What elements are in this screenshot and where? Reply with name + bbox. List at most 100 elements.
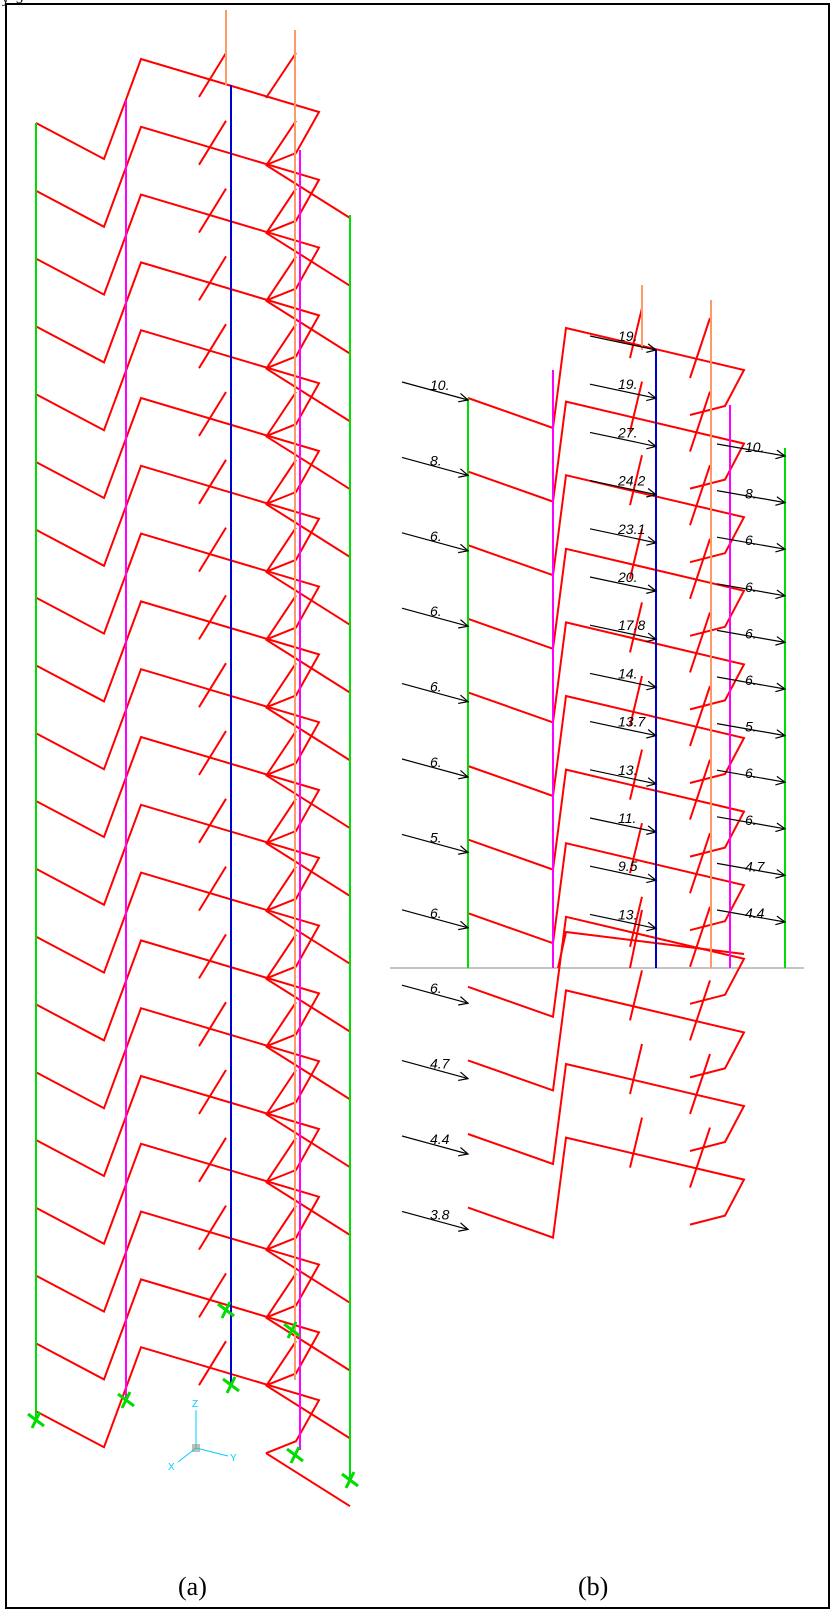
floor-slab: [467, 1136, 746, 1239]
floor-slab: [689, 980, 711, 1041]
floor-slab: [265, 1045, 351, 1101]
load-arrow-shaft: [401, 758, 469, 778]
floor-slab: [198, 1272, 227, 1318]
floor-slab: [198, 391, 227, 437]
floor-slab: [265, 798, 297, 845]
load-arrow-shaft: [716, 490, 786, 504]
load-arrow-head: [646, 873, 658, 884]
model-b-load-diagram: 10.8.6.6.6.6.5.6.6.4.74.43.819.19.27.24.…: [390, 285, 804, 1239]
triad-x-axis: [177, 1447, 197, 1463]
load-arrow-head: [646, 921, 658, 932]
load-value: 24.2: [617, 473, 645, 489]
load-arrow-shaft: [589, 721, 657, 737]
load-left: 6.: [401, 754, 470, 780]
load-arrow-head: [646, 825, 658, 835]
load-arrow-head: [458, 694, 470, 705]
figure-border: [5, 3, 830, 1609]
floor-slab: [689, 464, 711, 526]
load-arrow-head: [458, 1222, 470, 1232]
support-symbol: [283, 1321, 301, 1339]
load-value: 20.: [617, 569, 637, 585]
load-arrow-shaft: [589, 576, 657, 592]
floor-slab: [198, 1205, 227, 1251]
load-arrow-shaft: [716, 583, 786, 597]
floor-slab: [265, 866, 297, 913]
load-arrow-head: [775, 869, 787, 879]
axis-triad: ZYX: [168, 1399, 237, 1473]
load-middle: 11.: [589, 810, 658, 835]
load-arrow-shaft: [401, 833, 469, 853]
floor-slab: [265, 1248, 351, 1304]
load-arrow-shaft: [589, 383, 657, 399]
load-arrow-head: [458, 543, 470, 554]
load-arrow-shaft: [716, 629, 786, 643]
floor-slab: [265, 391, 297, 438]
triad-x-label: X: [168, 1462, 175, 1473]
load-arrow-head: [646, 488, 658, 498]
load-left: 6.: [401, 905, 470, 931]
load-value: 6.: [430, 603, 442, 619]
load-arrow-shaft: [401, 909, 469, 929]
floor-slab: [198, 1069, 227, 1115]
load-value: 6.: [745, 625, 757, 641]
load-middle: 13.7: [589, 714, 658, 739]
floor-slab: [629, 909, 643, 969]
load-left: 5.: [401, 829, 470, 855]
triad-y-axis: [195, 1447, 229, 1457]
load-middle: 19.: [589, 376, 658, 402]
load-arrow-head: [646, 391, 658, 402]
load-arrow-shaft: [716, 676, 786, 690]
floor-slab: [198, 52, 227, 98]
support-stroke: [289, 1446, 301, 1464]
load-middle: 27.: [589, 424, 658, 450]
floor-slab: [689, 906, 711, 968]
floor-slab: [198, 730, 227, 776]
load-arrow-shaft: [716, 862, 786, 876]
floor-slab: [265, 594, 297, 641]
load-arrow-shaft: [716, 536, 786, 550]
load-value: 17.8: [618, 617, 645, 633]
load-middle: 19.: [589, 328, 658, 353]
load-value: 9.5: [618, 858, 638, 874]
load-arrow-head: [646, 584, 658, 594]
load-value: 6.: [745, 765, 757, 781]
floor-slab: [265, 52, 297, 99]
floor-slab: [198, 188, 227, 234]
load-arrow-head: [458, 1146, 470, 1157]
load-value: 19.: [618, 376, 637, 392]
load-arrow-shaft: [589, 431, 657, 447]
load-value: 13.7: [618, 714, 646, 730]
load-arrow-head: [775, 636, 787, 646]
load-arrow-shaft: [589, 624, 657, 640]
support-symbol: [286, 1446, 304, 1464]
floor-slab: [198, 120, 227, 166]
load-right: 4.4: [716, 905, 787, 926]
load-value: 6.: [745, 579, 757, 595]
floor-slab: [689, 1053, 711, 1115]
support-stroke: [225, 1376, 237, 1394]
floor-slab: [265, 977, 351, 1033]
floor-slab: [265, 933, 297, 980]
load-right: 8.: [716, 486, 787, 506]
load-middle: 13.: [589, 762, 658, 787]
load-right: 10.: [716, 439, 787, 460]
floor-slab: [265, 774, 351, 830]
load-arrow-shaft: [401, 984, 469, 1004]
load-arrow-shaft: [589, 480, 657, 496]
floor-slab: [265, 638, 351, 694]
floor-slab: [265, 1452, 351, 1508]
load-middle: 23.1: [589, 521, 658, 546]
load-left: 10.: [401, 377, 470, 403]
load-arrow-head: [458, 920, 470, 931]
load-right: 5.: [716, 719, 787, 739]
floor-slab: [689, 317, 711, 379]
load-left: 6.: [401, 603, 470, 629]
load-value: 14.: [618, 665, 637, 681]
load-left: 8.: [401, 452, 470, 478]
floor-slab: [265, 730, 297, 777]
floor-slab: [198, 323, 227, 369]
floor-slab: [35, 1345, 321, 1455]
load-arrow-head: [646, 632, 658, 643]
load-arrow-shaft: [401, 1210, 469, 1230]
load-value: 10.: [745, 439, 764, 455]
